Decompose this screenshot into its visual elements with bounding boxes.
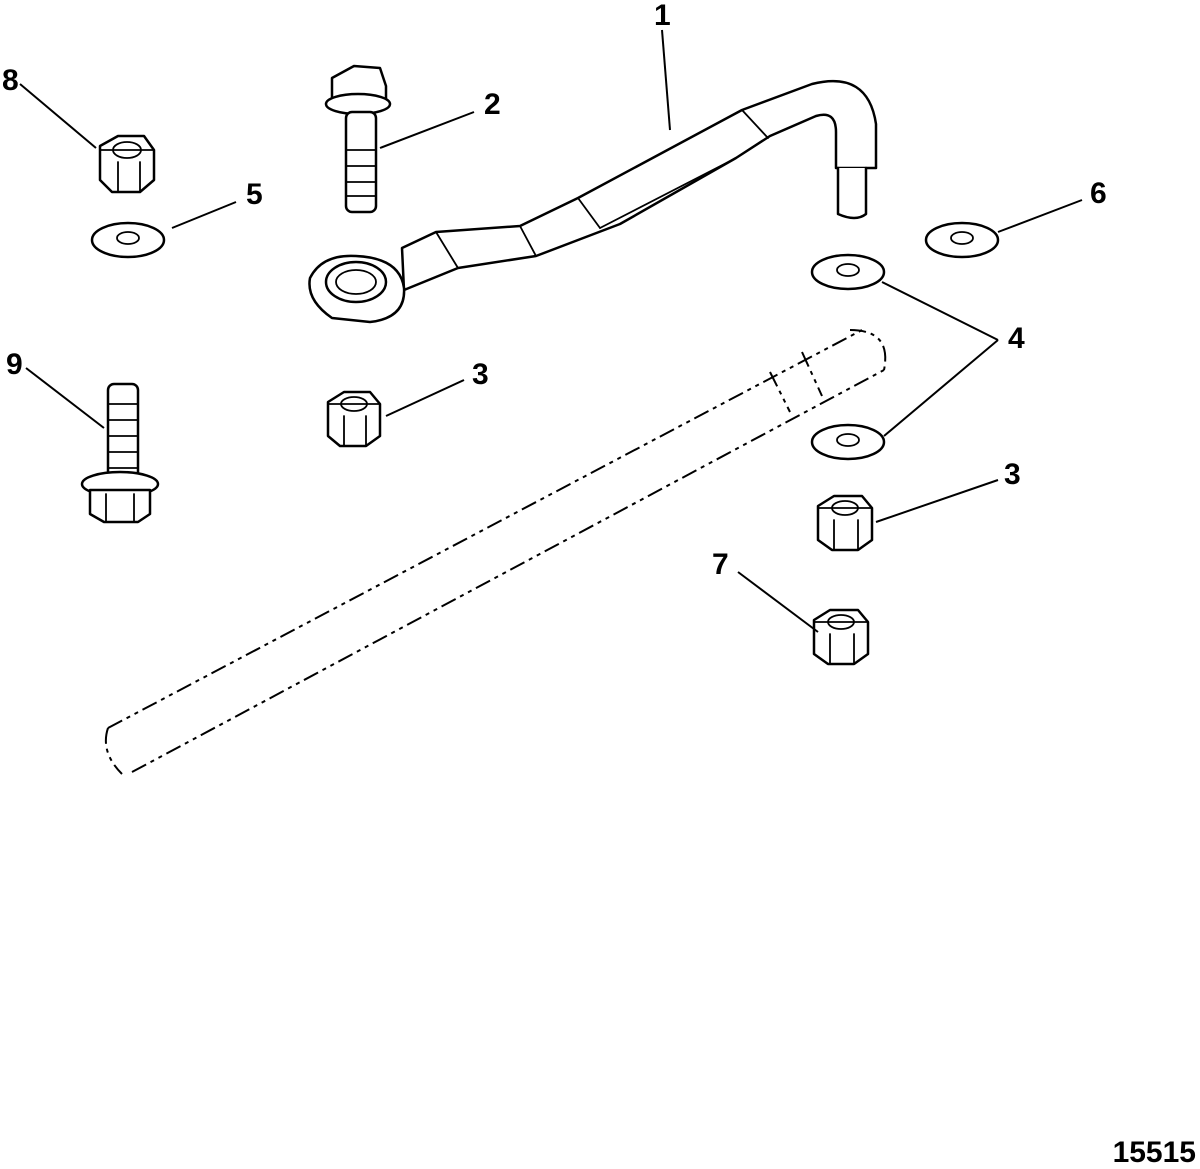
- callout-4: 4: [1008, 322, 1025, 355]
- phantom-steering-rod: [104, 329, 887, 775]
- callout-7: 7: [712, 548, 729, 581]
- washer-6: [924, 221, 1000, 259]
- leader-3b: [875, 479, 999, 523]
- leader-lines: [19, 29, 1083, 633]
- callout-6: 6: [1090, 177, 1107, 210]
- washer-4-upper: [810, 253, 886, 291]
- washer-5: [90, 221, 166, 259]
- callout-3-left: 3: [472, 358, 489, 391]
- washer-4-lower: [810, 423, 886, 461]
- leader-7: [737, 571, 819, 633]
- leader-9: [25, 367, 105, 429]
- callout-8: 8: [2, 64, 19, 97]
- callout-5: 5: [246, 178, 263, 211]
- leader-4-upper: [881, 281, 999, 341]
- bolt: [324, 64, 392, 214]
- locknut-3-right: [816, 494, 874, 552]
- flange-bolt-9: [80, 382, 160, 524]
- leader-4-lower: [883, 339, 999, 437]
- leader-1: [661, 29, 671, 131]
- locknut-8: [98, 134, 156, 194]
- figure-id: 15515: [1113, 1136, 1196, 1169]
- locknut-7: [812, 608, 870, 666]
- leader-5: [171, 201, 237, 229]
- leader-6: [997, 199, 1083, 233]
- leader-2: [379, 111, 475, 149]
- steering-link-rod: [308, 79, 878, 324]
- callout-9: 9: [6, 348, 23, 381]
- leader-8: [19, 83, 97, 149]
- locknut-3-left: [326, 390, 382, 448]
- leader-3a: [385, 379, 465, 417]
- callout-3-right: 3: [1004, 458, 1021, 491]
- callout-2: 2: [484, 88, 501, 121]
- callout-1: 1: [654, 0, 671, 32]
